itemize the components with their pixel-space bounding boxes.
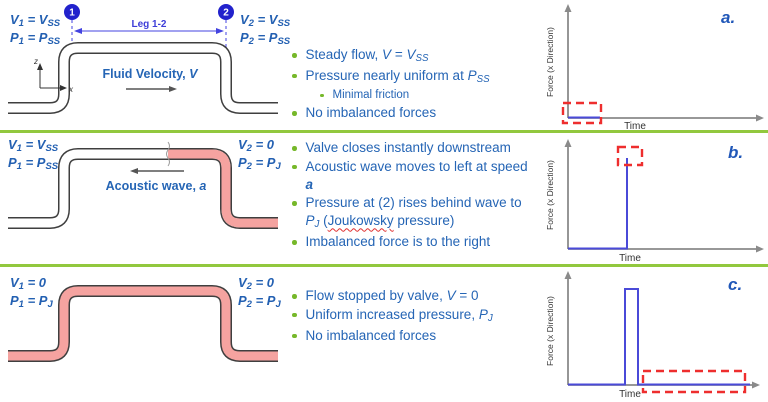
bullet-text: Pressure at (2) rises behind wave to PJ … <box>305 195 522 231</box>
y-axis-label: Force (x Direction) <box>545 27 555 97</box>
velocity-arrowhead <box>169 86 177 92</box>
coordinate-axes-icon: z x <box>33 57 74 94</box>
bullet-item: Valve closes instantly downstream <box>292 139 538 157</box>
bullet-item: No imbalanced forces <box>292 327 538 345</box>
bullet-item: No imbalanced forces <box>292 104 538 122</box>
bullet-item: Imbalanced force is to the right <box>292 233 538 251</box>
marker1-circle <box>64 4 80 20</box>
axis-x-label: x <box>68 85 74 94</box>
highlight-box <box>561 101 603 125</box>
state-label-point2: V2 = VSS P2 = PSS <box>240 12 291 47</box>
pipe-diagram-pressurized <box>8 285 278 362</box>
force-time-graph-b: Force (x Direction) Time <box>545 139 764 264</box>
bullet-text: Steady flow, V = VSS <box>305 47 429 65</box>
marker2-number: 2 <box>223 8 229 19</box>
bullet-dot <box>292 111 297 116</box>
leg-arrowhead-right <box>216 28 224 34</box>
bullet-dot <box>292 201 297 206</box>
bullet-text: Uniform increased pressure, PJ <box>305 306 493 324</box>
bullet-item: Flow stopped by valve, V = 0 <box>292 287 538 305</box>
panel-letter-b: b. <box>728 143 744 162</box>
force-time-graph-a: Force (x Direction) Time <box>545 4 764 130</box>
x-axis-label: Time <box>619 253 641 264</box>
bullet-text: Imbalanced force is to the right <box>305 234 491 250</box>
force-time-graph-c: Force (x Direction) Time <box>545 271 760 400</box>
y-axis-label: Force (x Direction) <box>545 296 555 366</box>
bullet-item: Pressure at (2) rises behind wave to PJ … <box>292 194 538 232</box>
x-axis-arrowhead <box>752 381 760 389</box>
row-valve-closure: Acoustic wave, a V1 = VSS P1 = PSS V2 = … <box>0 133 768 264</box>
x-axis-label: Time <box>624 121 646 130</box>
bullet-list-steady: Steady flow, V = VSS Pressure nearly unif… <box>292 46 538 123</box>
bullet-item: Uniform increased pressure, PJ <box>292 306 538 326</box>
bullet-text: No imbalanced forces <box>305 327 437 343</box>
state-label-point1: V1 = 0 P1 = PJ <box>10 275 53 310</box>
leg-label: Leg 1-2 <box>131 19 166 30</box>
bullet-dot <box>292 240 297 245</box>
panel-letter-c: c. <box>728 275 743 294</box>
bullet-text: Minimal friction <box>332 88 410 101</box>
bullet-item: Acoustic wave moves to left at speed a <box>292 158 538 194</box>
bullet-dot <box>292 312 297 318</box>
bullet-dot <box>292 53 297 58</box>
pipe-diagram-steady: Leg 1-2 1 2 Fluid Velocity, V z x <box>8 4 278 114</box>
pipe-diagram-wave: Acoustic wave, a <box>8 141 278 229</box>
pipe-fluid-pressurized <box>8 286 278 361</box>
row-flow-stopped: V1 = 0 P1 = PJ V2 = 0 P2 = PJ Flow stopp… <box>0 267 768 402</box>
y-axis-arrowhead <box>564 139 572 147</box>
state-label-point1: V1 = VSS P1 = PSS <box>8 137 59 172</box>
bullet-list-flow-stopped: Flow stopped by valve, V = 0 Uniform incr… <box>292 287 538 346</box>
bullet-text: No imbalanced forces <box>305 105 437 121</box>
acoustic-wave-arrowhead <box>130 168 138 174</box>
axis-z-label: z <box>33 57 38 66</box>
wavefront-squiggle <box>166 141 170 167</box>
y-axis-arrowhead <box>564 4 572 12</box>
fluid-velocity-label: Fluid Velocity, V <box>103 67 200 81</box>
marker2-circle <box>218 4 234 20</box>
marker1-number: 1 <box>69 8 75 19</box>
x-axis-label: Time <box>619 389 641 400</box>
y-axis-arrowhead <box>564 271 572 279</box>
y-axis-label: Force (x Direction) <box>545 160 555 230</box>
state-label-point2: V2 = 0 P2 = PJ <box>238 275 281 310</box>
bullet-text: Acoustic wave moves to left at speed a <box>305 158 528 192</box>
bullet-dot <box>292 73 297 79</box>
highlight-box <box>641 369 747 394</box>
bullet-dot <box>292 146 297 151</box>
panel-letter-a: a. <box>721 8 736 27</box>
bullet-item: Pressure nearly uniform at PSS <box>292 67 538 87</box>
row-separator <box>0 130 768 133</box>
bullet-item: Steady flow, V = VSS <box>292 46 538 66</box>
row-steady-flow: Leg 1-2 1 2 Fluid Velocity, V z x <box>0 0 768 130</box>
pipe-fluid-unpressurized <box>8 43 278 113</box>
bullet-text: Pressure nearly uniform at PSS <box>305 67 490 86</box>
force-curve <box>568 288 750 386</box>
row-separator <box>0 264 768 267</box>
pipe-fluid-pressurized <box>168 149 278 228</box>
state-label-point2: V2 = 0 P2 = PJ <box>238 137 281 172</box>
bullet-dot <box>292 294 297 299</box>
bullet-dot <box>292 164 297 170</box>
bullet-item: Minimal friction <box>320 88 538 103</box>
bullet-dot <box>320 93 324 98</box>
leg-arrowhead-left <box>74 28 82 34</box>
x-axis-arrowhead <box>756 114 764 122</box>
force-curve <box>568 158 628 250</box>
highlight-box <box>616 145 644 167</box>
bullet-text: Valve closes instantly downstream <box>305 140 511 155</box>
bullet-text: Flow stopped by valve, V = 0 <box>305 288 479 303</box>
bullet-dot <box>292 333 297 339</box>
acoustic-wave-label: Acoustic wave, a <box>106 179 207 193</box>
x-axis-arrowhead <box>756 245 764 253</box>
state-label-point1: V1 = VSS P1 = PSS <box>10 12 61 47</box>
